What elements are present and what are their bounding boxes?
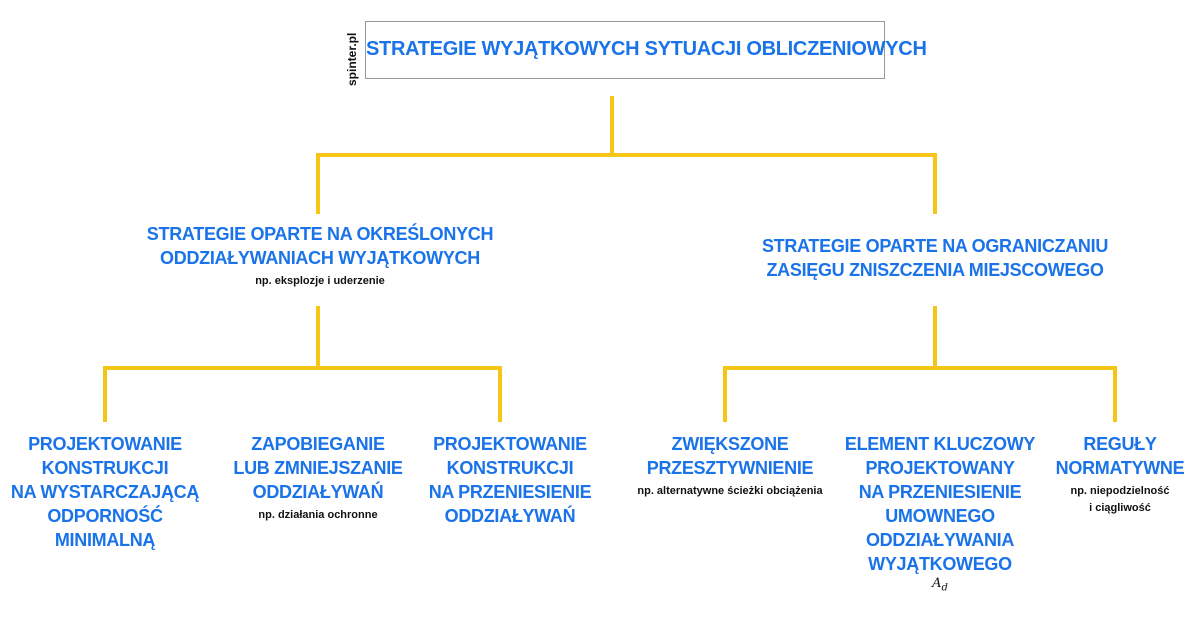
watermark-text: spinter.pl [345, 32, 359, 86]
node-title: PROJEKTOWANIE KONSTRUKCJI NA WYSTARCZAJĄ… [10, 434, 200, 550]
node-normative-rules: REGUŁY NORMATYWNE np. niepodzielność i c… [1045, 432, 1195, 517]
node-title: ELEMENT KLUCZOWY PROJEKTOWANY NA PRZENIE… [844, 434, 1036, 574]
node-title: ZWIĘKSZONE PRZESZTYWNIENIE [646, 434, 814, 478]
design-action-symbol: Ad [932, 576, 948, 594]
node-title: STRATEGIE OPARTE NA OGRANICZANIU ZASIĘGU… [761, 236, 1109, 280]
node-increased-redundancy: ZWIĘKSZONE PRZESZTYWNIENIE np. alternaty… [630, 432, 830, 500]
root-title: STRATEGIE WYJĄTKOWYCH SYTUACJI OBLICZENI… [366, 38, 927, 60]
node-prevent-reduce: ZAPOBIEGANIE LUB ZMNIEJSZANIE ODDZIAŁYWA… [228, 432, 408, 524]
node-title: REGUŁY NORMATYWNE [1055, 434, 1185, 478]
node-note: np. działania ochronne [258, 509, 378, 521]
node-transfer-actions: PROJEKTOWANIE KONSTRUKCJI NA PRZENIESIEN… [420, 432, 600, 528]
node-title: PROJEKTOWANIE KONSTRUKCJI NA PRZENIESIEN… [428, 434, 592, 526]
node-title: STRATEGIE OPARTE NA OKREŚLONYCH ODDZIAŁY… [146, 224, 494, 268]
root-node: STRATEGIE WYJĄTKOWYCH SYTUACJI OBLICZENI… [365, 21, 927, 79]
node-key-element: ELEMENT KLUCZOWY PROJEKTOWANY NA PRZENIE… [840, 432, 1040, 594]
node-min-resistance: PROJEKTOWANIE KONSTRUKCJI NA WYSTARCZAJĄ… [5, 432, 205, 552]
node-note: np. niepodzielność i ciągliwość [1070, 485, 1170, 514]
node-note: np. alternatywne ścieżki obciążenia [637, 485, 823, 497]
node-title: ZAPOBIEGANIE LUB ZMNIEJSZANIE ODDZIAŁYWA… [233, 434, 403, 502]
node-limit-damage: STRATEGIE OPARTE NA OGRANICZANIU ZASIĘGU… [755, 234, 1115, 282]
node-note: np. eksplozje i uderzenie [255, 275, 385, 287]
node-specific-actions: STRATEGIE OPARTE NA OKREŚLONYCH ODDZIAŁY… [140, 222, 500, 290]
